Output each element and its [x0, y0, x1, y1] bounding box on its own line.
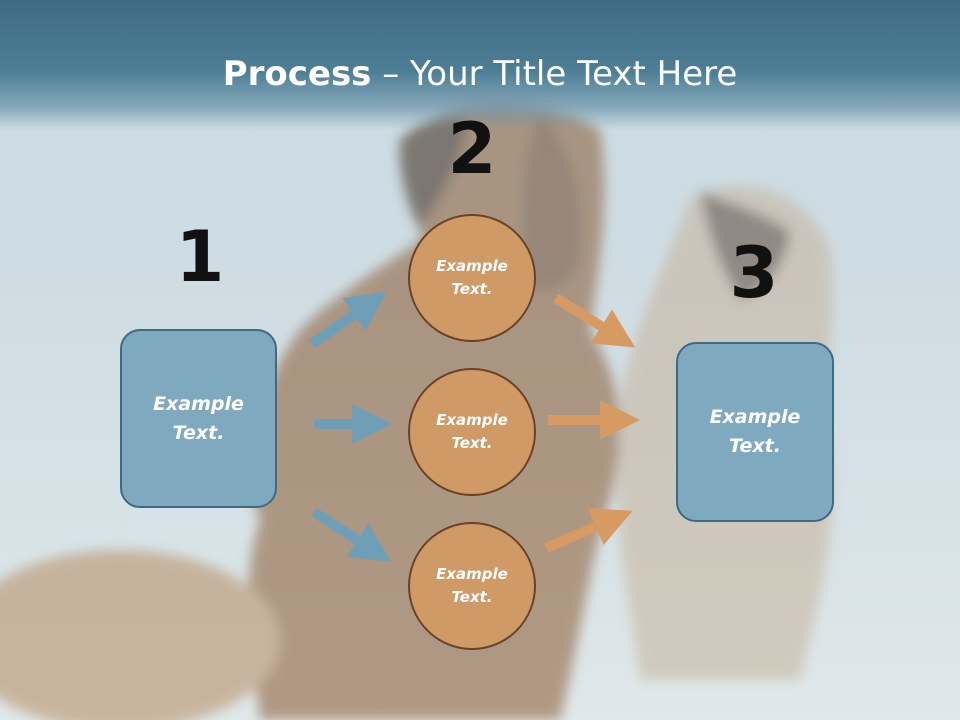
step-number-1: 1: [175, 216, 225, 298]
step-2-circle-top: Example Text.: [408, 214, 536, 342]
step-2-text-bottom: Example Text.: [436, 565, 508, 606]
header-band: [0, 0, 960, 130]
step-2-circle-middle: Example Text.: [408, 368, 536, 496]
step-3-box: Example Text.: [676, 342, 834, 522]
arrow-2a-to-3: [553, 293, 636, 348]
arrow-1-to-2a: [309, 291, 387, 349]
arrow-1-to-2c: [311, 507, 392, 562]
step-number-2: 2: [447, 108, 497, 190]
step-2-text-middle: Example Text.: [436, 411, 508, 452]
arrow-2c-to-3: [544, 508, 633, 553]
slide-title: Process – Your Title Text Here: [0, 52, 960, 96]
step-1-box: Example Text.: [120, 329, 277, 508]
step-2-circle-bottom: Example Text.: [408, 522, 536, 650]
step-2-text-top: Example Text.: [436, 257, 508, 298]
title-rest: – Your Title Text Here: [371, 54, 738, 94]
step-number-3: 3: [729, 232, 779, 314]
title-bold: Process: [222, 54, 372, 94]
step-3-text: Example Text.: [709, 406, 801, 457]
step-1-text: Example Text.: [153, 392, 244, 444]
